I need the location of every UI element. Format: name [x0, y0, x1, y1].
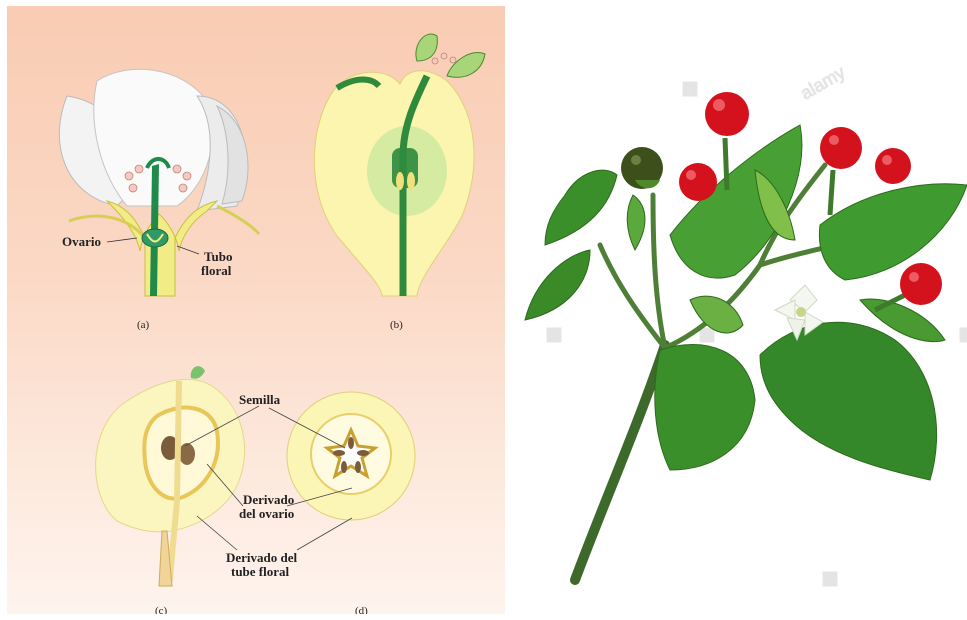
main-stem: [575, 345, 665, 580]
label-derivado-1: Derivado: [243, 492, 294, 507]
label-tubo: Tubo: [204, 249, 232, 264]
label-floral: floral: [201, 263, 232, 278]
label-tubo-derivado-1: Derivado del: [226, 550, 298, 565]
label-ovario: Ovario: [62, 234, 101, 249]
watermark-text: alamy: [797, 62, 849, 103]
caption-b: (b): [390, 319, 403, 331]
label-tubo-derivado-2: tube floral: [231, 564, 290, 579]
botany-diagram-panel: Ovario Tubo floral (a) (b): [7, 6, 505, 614]
caption-a: (a): [137, 319, 150, 331]
label-derivado-2: del ovario: [239, 506, 294, 521]
label-semilla: Semilla: [239, 392, 281, 407]
caption-d: (d): [355, 605, 368, 614]
fruit-longitudinal-c: [96, 366, 245, 586]
watermark-badge: a: [687, 85, 692, 96]
caption-c: (c): [155, 605, 168, 614]
chili-pepper-photo: a alamy: [505, 0, 967, 620]
developing-fruit-b: [314, 34, 485, 296]
diagram-canvas: Ovario Tubo floral (a) (b): [7, 6, 505, 614]
